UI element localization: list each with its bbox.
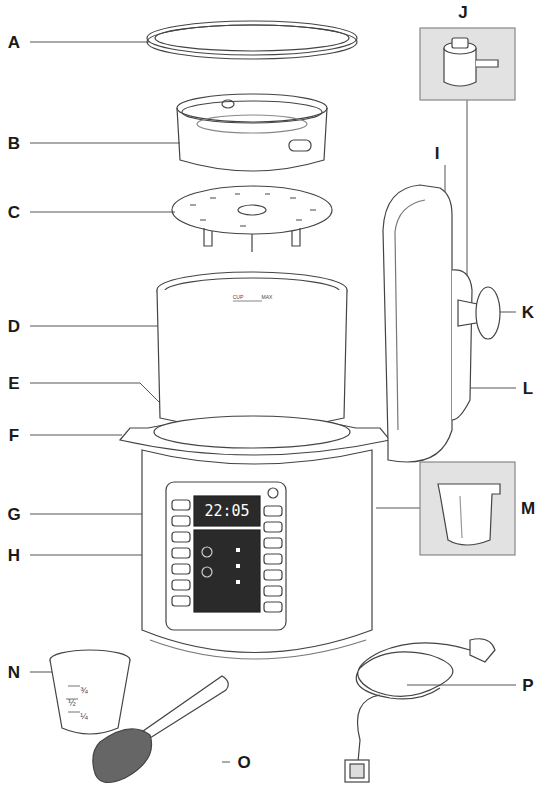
fill-mark-text: CUP	[233, 295, 244, 300]
part-letter: D	[8, 318, 20, 335]
part-letter: B	[8, 135, 20, 152]
part-letter: H	[8, 547, 20, 564]
part-letter: N	[8, 664, 20, 681]
cup-measure-mark: ¾	[80, 686, 88, 695]
part-letter: F	[9, 427, 19, 444]
part-letter: K	[522, 304, 534, 321]
part-letter: M	[521, 500, 535, 517]
part-letter: I	[435, 145, 440, 162]
part-letter: J	[458, 4, 467, 21]
display-readout: 22:05	[204, 504, 249, 519]
cup-measure-mark: ½	[68, 699, 76, 708]
fill-mark-text: MAX	[262, 295, 273, 300]
part-letter: L	[523, 380, 533, 397]
leader-lines	[30, 42, 516, 762]
part-letter: C	[8, 204, 20, 221]
cup-measure-mark: ¼	[80, 712, 88, 721]
part-letter: O	[237, 754, 250, 771]
part-letter: P	[522, 677, 533, 694]
part-letter: A	[8, 34, 20, 51]
part-letter: G	[7, 506, 20, 523]
part-letter: E	[8, 375, 19, 392]
